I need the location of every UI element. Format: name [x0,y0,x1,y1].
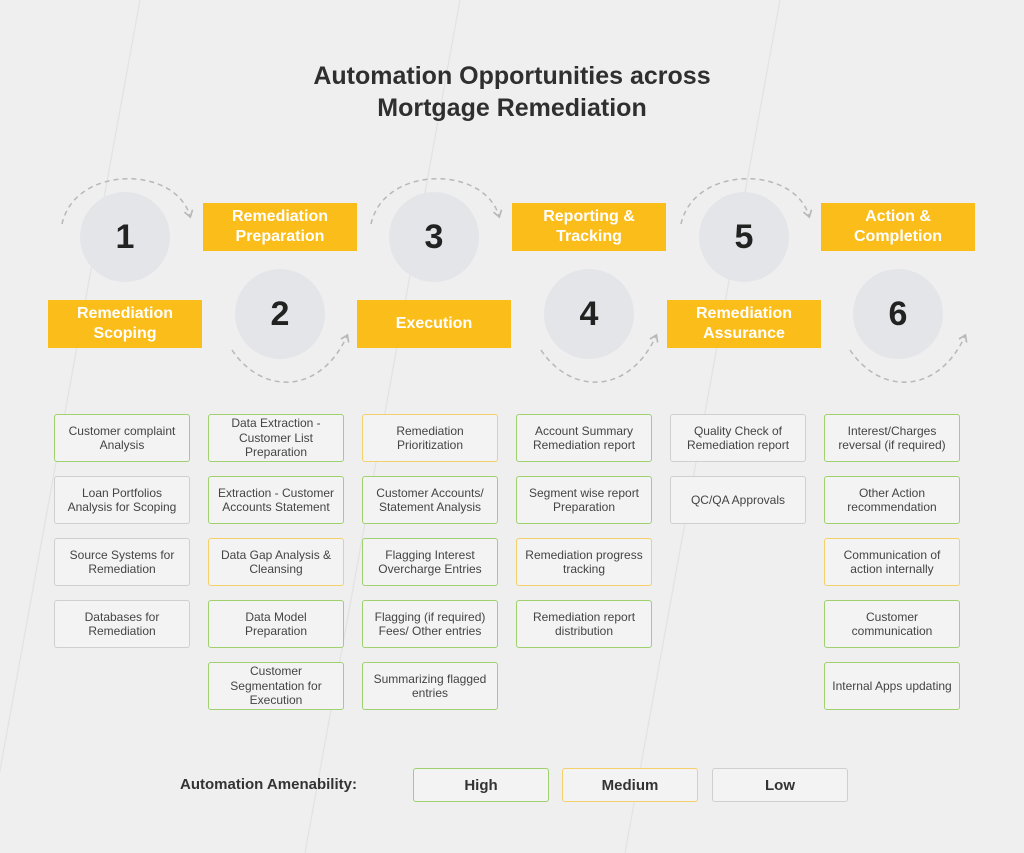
task-card: Loan Portfolios Analysis for Scoping [54,476,190,524]
stage-5-circle: 5 [699,192,789,282]
stage-3-label: Execution [357,300,511,348]
stage-6-circle: 6 [853,269,943,359]
stage-5-label: Remediation Assurance [667,300,821,348]
task-card: Data Gap Analysis & Cleansing [208,538,344,586]
title-line-1: Automation Opportunities across [313,62,711,90]
task-card: Data Model Preparation [208,600,344,648]
task-card: Customer Segmentation for Execution [208,662,344,710]
legend-medium: Medium [562,768,698,802]
stage-2-circle: 2 [235,269,325,359]
task-card: Internal Apps updating [824,662,960,710]
task-card: Customer complaint Analysis [54,414,190,462]
task-card: Customer communication [824,600,960,648]
task-card: Remediation progress tracking [516,538,652,586]
stage-1-circle: 1 [80,192,170,282]
legend-high: High [413,768,549,802]
task-card: Extraction - Customer Accounts Statement [208,476,344,524]
task-card: Summarizing flagged entries [362,662,498,710]
stage-6-label: Action & Completion [821,203,975,251]
task-card: Other Action recommendation [824,476,960,524]
stage-1-label: Remediation Scoping [48,300,202,348]
stage-4-label: Reporting & Tracking [512,203,666,251]
stage-2-label: Remediation Preparation [203,203,357,251]
task-card: Remediation Prioritization [362,414,498,462]
task-card: Quality Check of Remediation report [670,414,806,462]
task-card: QC/QA Approvals [670,476,806,524]
task-card: Source Systems for Remediation [54,538,190,586]
stage-4-circle: 4 [544,269,634,359]
diagram-title: Automation Opportunities across Mortgage… [212,60,812,124]
task-card: Remediation report distribution [516,600,652,648]
task-card: Databases for Remediation [54,600,190,648]
task-card: Flagging Interest Overcharge Entries [362,538,498,586]
task-card: Customer Accounts/ Statement Analysis [362,476,498,524]
task-card: Flagging (if required) Fees/ Other entri… [362,600,498,648]
stage-3-circle: 3 [389,192,479,282]
legend-low: Low [712,768,848,802]
task-card: Communication of action internally [824,538,960,586]
legend-title: Automation Amenability: [180,776,357,793]
title-line-2: Mortgage Remediation [377,94,647,122]
task-card: Account Summary Remediation report [516,414,652,462]
task-card: Data Extraction - Customer List Preparat… [208,414,344,462]
task-card: Segment wise report Preparation [516,476,652,524]
task-card: Interest/Charges reversal (if required) [824,414,960,462]
